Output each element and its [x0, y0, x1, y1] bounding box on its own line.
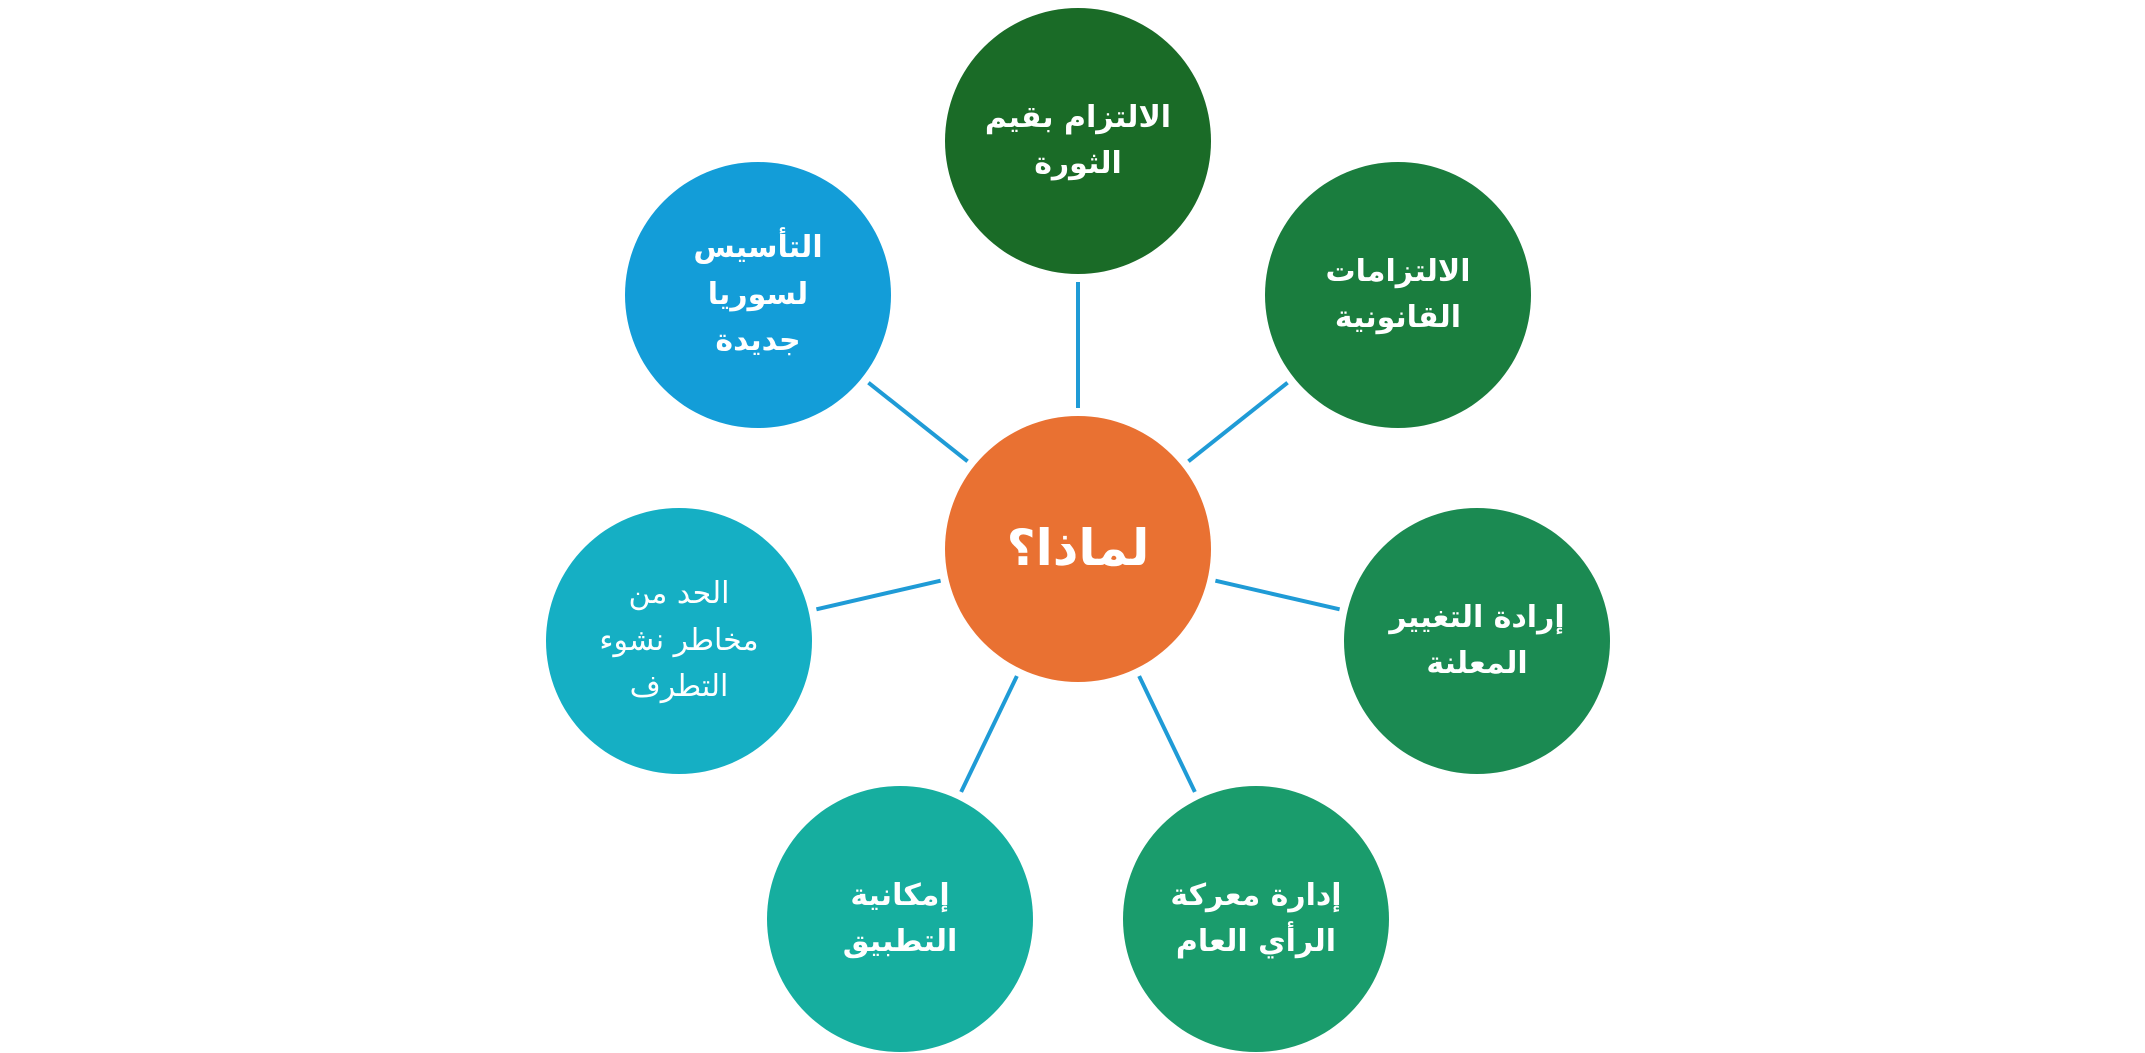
- node-public-opinion: إدارة معركة الرأي العام: [1123, 786, 1389, 1052]
- node-label-public-opinion: إدارة معركة الرأي العام: [1170, 877, 1342, 960]
- node-will-to-change: إرادة التغيير المعلنة: [1344, 508, 1610, 774]
- center-label: لماذا؟: [1006, 519, 1150, 578]
- node-label-new-syria: التأسيس لسوريا جديدة: [693, 230, 823, 359]
- connector-line-extremism-risk: [815, 578, 942, 612]
- connector-line-legal-obligations: [1187, 381, 1289, 463]
- node-applicability: إمكانية التطبيق: [767, 786, 1033, 1052]
- node-label-revolution-values: الالتزام بقيم الثورة: [984, 99, 1172, 182]
- connector-line-new-syria: [867, 381, 969, 463]
- node-label-applicability: إمكانية التطبيق: [842, 877, 958, 960]
- connector-line-public-opinion: [1137, 675, 1197, 793]
- node-revolution-values: الالتزام بقيم الثورة: [945, 8, 1211, 274]
- center-node: لماذا؟: [945, 416, 1211, 682]
- node-label-legal-obligations: الالتزامات القانونية: [1325, 253, 1471, 336]
- node-new-syria: التأسيس لسوريا جديدة: [625, 162, 891, 428]
- node-legal-obligations: الالتزامات القانونية: [1265, 162, 1531, 428]
- connector-line-will-to-change: [1214, 578, 1341, 612]
- node-label-extremism-risk: الحد من مخاطر نشوء التطرف: [599, 576, 759, 705]
- connector-line-applicability: [959, 675, 1019, 793]
- node-label-will-to-change: إرادة التغيير المعلنة: [1389, 599, 1565, 682]
- node-extremism-risk: الحد من مخاطر نشوء التطرف: [546, 508, 812, 774]
